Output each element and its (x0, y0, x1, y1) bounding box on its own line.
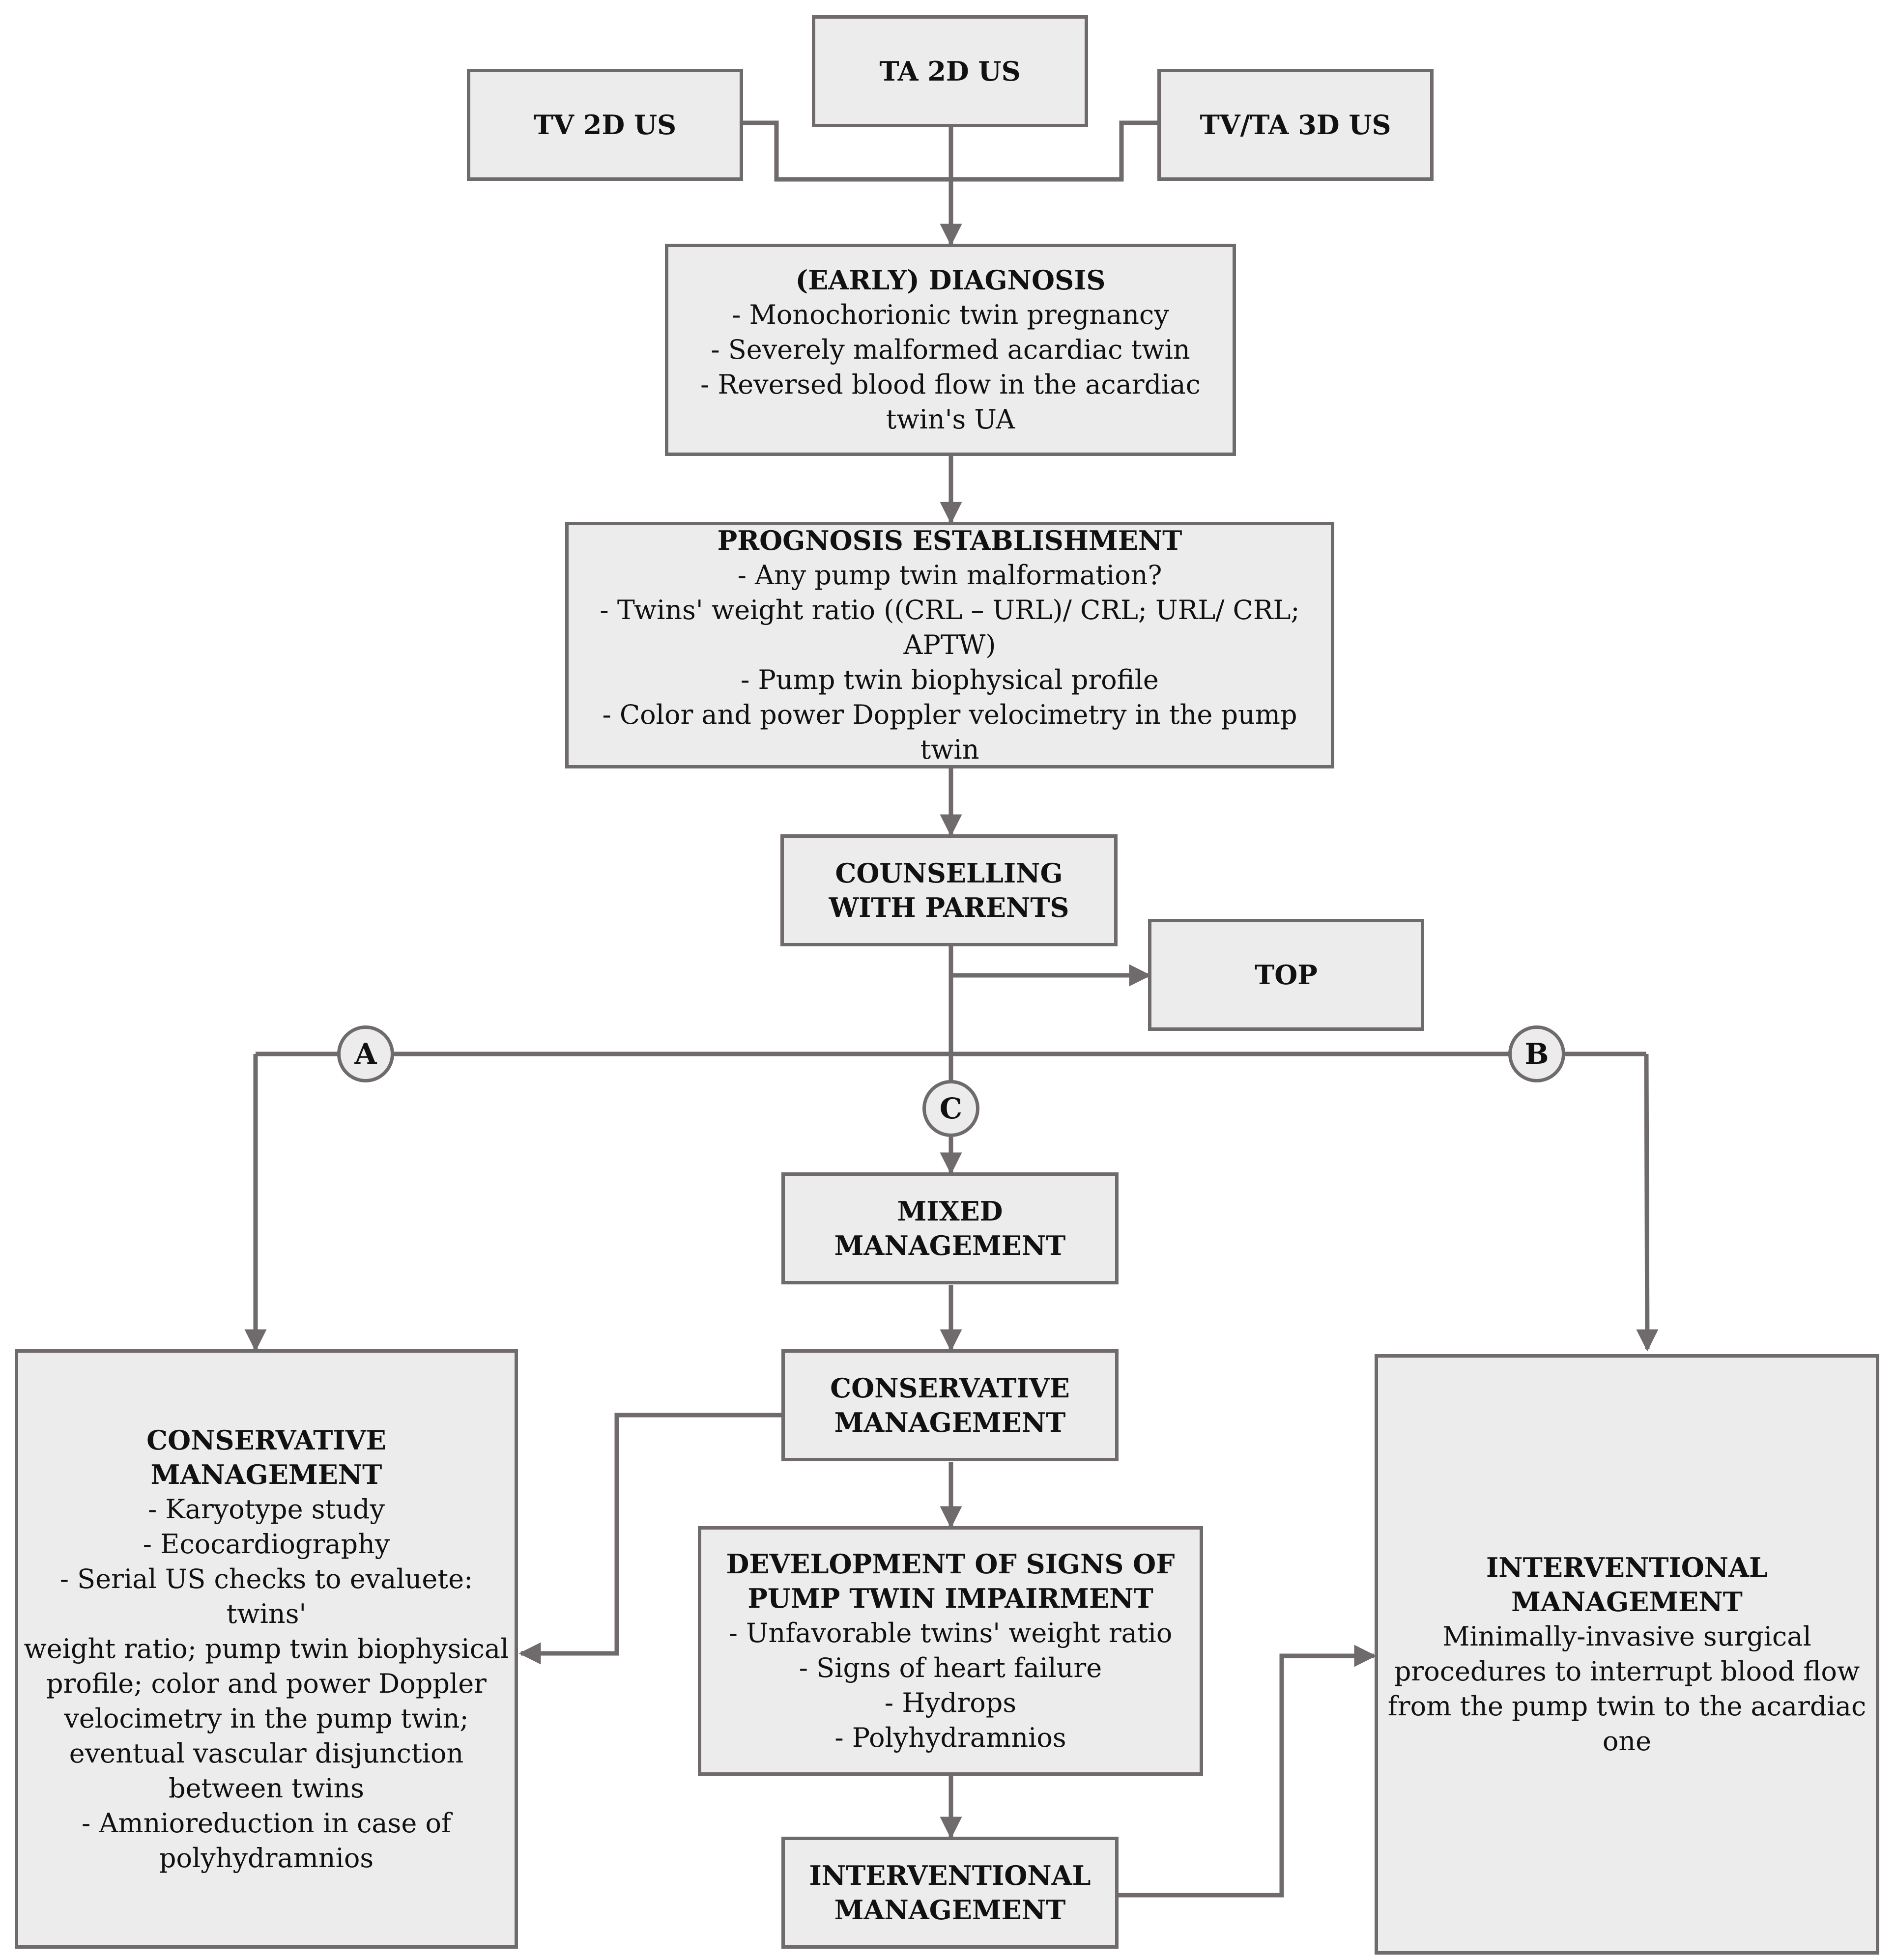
box-title: MANAGEMENT (834, 1230, 1066, 1261)
box-line: procedures to interrupt blood flow (1394, 1656, 1860, 1687)
interventional-management-mid-box: INTERVENTIONAL MANAGEMENT (781, 1837, 1119, 1949)
box-title: MIXED (897, 1195, 1003, 1227)
box-line: polyhydramnios (159, 1842, 374, 1874)
box-line: - Ecocardiography (143, 1528, 390, 1560)
branch-a-marker: A (337, 1025, 394, 1082)
box-title: WITH PARENTS (829, 892, 1069, 923)
box-title: CONSERVATIVE (146, 1424, 386, 1456)
box-title: MANAGEMENT (1511, 1586, 1743, 1618)
box-line: - Monochorionic twin pregnancy (732, 299, 1169, 330)
box-line: - Twins' weight ratio ((CRL – URL)/ CRL;… (600, 595, 1300, 625)
box-line: weight ratio; pump twin biophysical (24, 1633, 509, 1664)
connector-tv2d (743, 120, 951, 182)
box-title: INTERVENTIONAL (809, 1860, 1091, 1891)
prognosis-box: PROGNOSIS ESTABLISHMENT - Any pump twin … (565, 522, 1334, 768)
box-title: MANAGEMENT (834, 1894, 1066, 1926)
arrow-conservative-to-left (518, 1413, 782, 1665)
conservative-management-left-box: CONSERVATIVE MANAGEMENT - Karyotype stud… (15, 1349, 518, 1949)
box-line: - Karyotype study (148, 1493, 385, 1525)
box-line: - Serial US checks to evaluete: twins' (59, 1563, 473, 1629)
diagnosis-box: (EARLY) DIAGNOSIS - Monochorionic twin p… (665, 244, 1236, 456)
box-line: - Any pump twin malformation? (737, 560, 1162, 591)
box-line: - Pump twin biophysical profile (741, 664, 1159, 695)
branch-b-marker: B (1508, 1025, 1565, 1082)
box-line: between twins (169, 1772, 364, 1804)
arrow-branch-b (1636, 1053, 1659, 1352)
box-line: twin's UA (886, 404, 1015, 435)
box-title: TA 2D US (879, 56, 1021, 87)
box-title: TOP (1255, 959, 1318, 991)
box-title: PUMP TWIN IMPAIRMENT (747, 1583, 1153, 1614)
box-line: APTW) (903, 629, 996, 660)
box-title: COUNSELLING (835, 857, 1063, 889)
box-line: - Signs of heart failure (799, 1652, 1102, 1683)
tv-ta-3d-us-box: TV/TA 3D US (1157, 69, 1434, 181)
branch-c-marker: C (922, 1080, 979, 1137)
box-line: - Amnioreduction in case of (82, 1807, 451, 1839)
pump-twin-impairment-box: DEVELOPMENT OF SIGNS OF PUMP TWIN IMPAIR… (698, 1526, 1203, 1776)
box-line: from the pump twin to the acardiac (1387, 1691, 1867, 1722)
box-line: velocimetry in the pump twin; (64, 1703, 469, 1734)
connector-tvta3d (951, 120, 1157, 182)
box-title: MANAGEMENT (150, 1458, 382, 1490)
box-title: TV 2D US (533, 109, 677, 141)
box-line: eventual vascular disjunction (69, 1737, 464, 1769)
box-line: - Hydrops (884, 1687, 1017, 1718)
box-title: MANAGEMENT (834, 1407, 1066, 1438)
ta-2d-us-box: TA 2D US (812, 15, 1088, 127)
box-line: - Severely malformed acardiac twin (711, 334, 1190, 365)
box-line: - Polyhydramnios (834, 1722, 1066, 1753)
top-box: TOP (1148, 919, 1424, 1031)
box-line: Minimally-invasive surgical (1442, 1621, 1811, 1652)
box-title: (EARLY) DIAGNOSIS (795, 264, 1106, 296)
conservative-management-mid-box: CONSERVATIVE MANAGEMENT (781, 1349, 1119, 1461)
box-line: - Color and power Doppler velocimetry in… (602, 699, 1297, 765)
interventional-management-right-box: INTERVENTIONAL MANAGEMENT Minimally-inva… (1375, 1354, 1879, 1955)
arrow-interventional-to-right (1118, 1645, 1377, 1898)
box-title: TV/TA 3D US (1200, 109, 1391, 141)
box-title: PROGNOSIS ESTABLISHMENT (717, 525, 1182, 556)
box-title: DEVELOPMENT OF SIGNS OF (726, 1548, 1175, 1580)
box-title: INTERVENTIONAL (1486, 1552, 1768, 1583)
box-line: - Reversed blood flow in the acardiac (700, 369, 1201, 400)
box-line: profile; color and power Doppler (46, 1668, 487, 1699)
tv-2d-us-box: TV 2D US (467, 69, 743, 181)
box-line: one (1602, 1726, 1652, 1757)
counselling-box: COUNSELLING WITH PARENTS (780, 834, 1118, 946)
box-line: - Unfavorable twins' weight ratio (728, 1618, 1173, 1648)
box-title: CONSERVATIVE (830, 1372, 1070, 1404)
mixed-management-box: MIXED MANAGEMENT (781, 1172, 1119, 1284)
